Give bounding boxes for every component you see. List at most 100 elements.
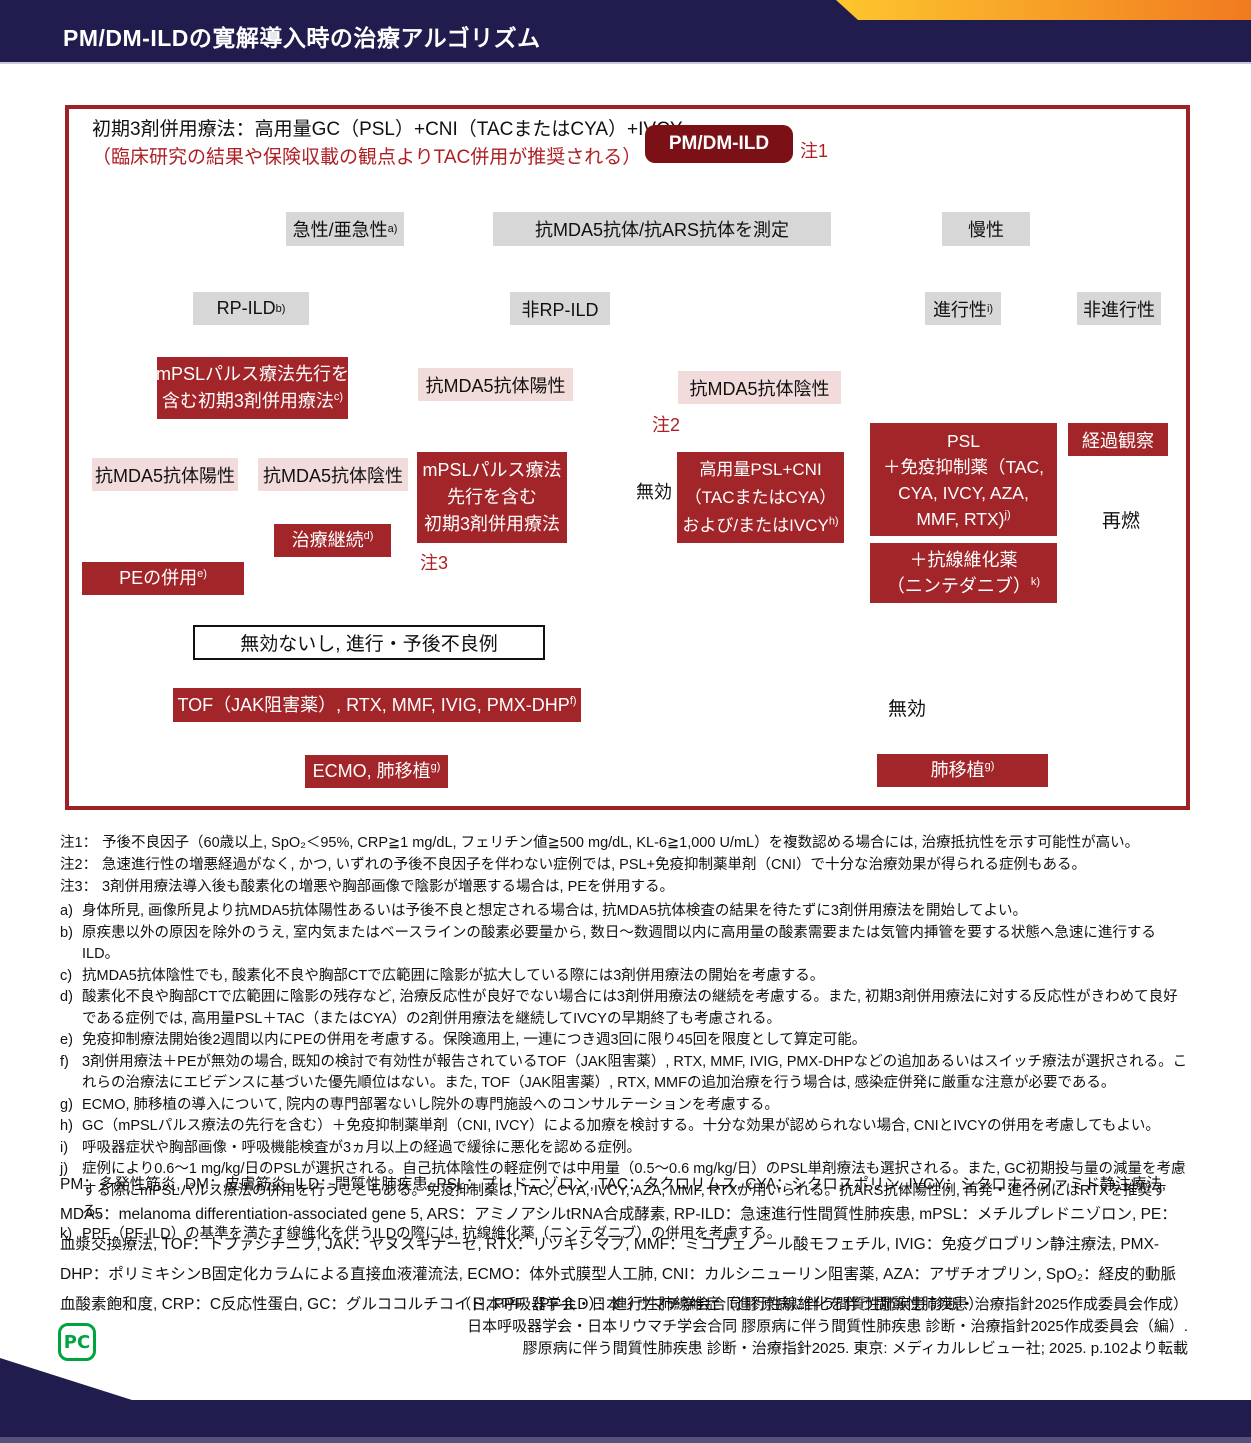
node-chronic: 慢性 xyxy=(942,212,1030,246)
footnote-a-text: 身体所見, 画像所見より抗MDA5抗体陽性あるいは予後不良と想定される場合は, … xyxy=(82,903,1028,919)
node-pmdm-ild-label: PM/DM-ILD xyxy=(668,133,770,154)
footnote-k-text: PPF（PF-ILD）の基準を満たす線維化を伴うILDの際には, 抗線維化薬（ニ… xyxy=(82,1225,782,1242)
node-mpsl-triple-mid-line3: 初期3剤併用療法 xyxy=(423,514,560,534)
footnote-e: e) 免疫抑制療法開始後2週間以内にPEの併用を考慮する。保険適用上, 一連につき… xyxy=(60,1030,1188,1052)
node-non-rp-ild: 非RP-ILD xyxy=(510,292,610,325)
node-psl-immuno-line2: ＋免疫抑制薬（TAC, xyxy=(882,456,1045,477)
node-mpsl-triple-mid-line2: 先行を含む xyxy=(447,487,537,507)
note-row-3: 注3：3剤併用療法導入後も酸素化の増悪や胸部画像で陰影が増悪する場合は, PEを… xyxy=(60,876,1188,898)
node-lung-transplant-sup: g) xyxy=(984,760,995,772)
node-mpsl-triple-left: mPSLパルス療法先行を 含む初期3剤併用療法c) xyxy=(155,357,350,419)
node-antifibrotic-line2: （ニンテダニブ） xyxy=(886,576,1031,596)
node-non-rp-ild-label: 非RP-ILD xyxy=(521,299,599,320)
node-lung-transplant-label: 肺移植 xyxy=(930,760,985,780)
node-rp-ild-label: RP-ILD xyxy=(216,298,276,318)
footnote-k: k) PPF（PF-ILD）の基準を満たす線維化を伴うILDの際には, 抗線維化薬… xyxy=(60,1224,1188,1246)
node-mda5-positive-mid: 抗MDA5抗体陽性 xyxy=(418,368,573,401)
footnote-d: d) 酸素化不良や胸部CTで広範囲に陰影の残存など, 治療反応性が良好でない場合に… xyxy=(60,987,1188,1030)
node-antibody-measure: 抗MDA5抗体/抗ARS抗体を測定 xyxy=(493,212,831,246)
node-psl-immuno-line1: PSL xyxy=(946,430,981,451)
note2-label: 注2： xyxy=(60,857,98,873)
node-antifibrotic-sup: k) xyxy=(1030,576,1041,588)
node-mda5-positive-left: 抗MDA5抗体陽性 xyxy=(92,458,238,491)
note2-ref-label: 注2 xyxy=(652,415,681,435)
node-pe-combination: PEの併用e) xyxy=(82,562,244,595)
footnote-k-label: k) xyxy=(60,1225,73,1242)
footnote-f-label: f) xyxy=(60,1053,69,1070)
node-psl-immuno-line3: CYA, IVCY, AZA, xyxy=(898,482,1029,503)
node-mda5-positive-left-label: 抗MDA5抗体陽性 xyxy=(94,465,235,486)
node-pe-combination-sup: e) xyxy=(197,568,207,580)
ineffective-mid-label: 無効 xyxy=(636,482,672,502)
node-highdose-line1: 高用量PSL+CNI xyxy=(699,459,822,479)
footnote-e-text: 免疫抑制療法開始後2週間以内にPEの併用を考慮する。保険適用上, 一連につき週3… xyxy=(82,1032,867,1048)
citation-line2: 日本呼吸器学会・日本リウマチ学会合同 膠原病に伴う間質性肺疾患 診断・治療指針2… xyxy=(467,1318,1188,1335)
footnote-a: a) 身体所見, 画像所見より抗MDA5抗体陽性あるいは予後不良と想定される場合は… xyxy=(60,901,1188,923)
node-continue-treatment-label: 治療継続 xyxy=(291,530,364,550)
citation-line3: 膠原病に伴う間質性肺疾患 診断・治療指針2025. 東京: メディカルレビュー社… xyxy=(522,1340,1188,1357)
footnote-i-text: 呼吸器症状や胸部画像・呼吸機能検査が3ヵ月以上の経過で緩徐に悪化を認める症例。 xyxy=(82,1139,642,1156)
footnote-d-text: 酸素化不良や胸部CTで広範囲に陰影の残存など, 治療反応性が良好でない場合には3… xyxy=(82,989,1178,1027)
footnote-b-label: b) xyxy=(60,924,73,941)
node-observation: 経過観察 xyxy=(1068,423,1168,456)
node-continue-treatment-sup: d) xyxy=(363,530,374,542)
node-progressive-label: 進行性 xyxy=(932,299,987,320)
footnote-h-text: GC（mPSLパルス療法の先行を含む）＋免疫抑制薬単剤（CNI, IVCY）によ… xyxy=(82,1118,1160,1134)
node-psl-immuno-line4: MMF, RTX) xyxy=(916,508,1005,529)
footnote-a-label: a) xyxy=(60,903,73,919)
node-lung-transplant: 肺移植g) xyxy=(877,754,1048,787)
node-ineffective-progression: 無効ないし, 進行・予後不良例 xyxy=(193,625,545,660)
footnote-j-text: 症例により0.6～1 mg/kg/日のPSLが選択される。自己抗体陰性の軽症例で… xyxy=(82,1161,1186,1220)
node-continue-treatment: 治療継続d) xyxy=(274,524,391,557)
footnote-b: b) 原疾患以外の原因を除外のうえ, 室内気またはベースラインの酸素必要量から, … xyxy=(60,923,1188,966)
node-psl-immuno-sup: j) xyxy=(1004,508,1011,521)
note-row-1: 注1：予後不良因子（60歳以上, SpO₂＜95%, CRP≧1 mg/dL, … xyxy=(60,832,1188,854)
footnote-c-text: 抗MDA5抗体陰性でも, 酸素化不良や胸部CTで広範囲に陰影が拡大している際には… xyxy=(82,967,825,984)
node-mpsl-triple-left-line2: 含む初期3剤併用療法 xyxy=(161,391,334,411)
note3-ref-label: 注3 xyxy=(420,553,449,573)
intro-line1: 初期3剤併用療法：高用量GC（PSL）+CNI（TACまたはCYA）+IVCY xyxy=(92,119,683,140)
node-mpsl-triple-left-line1: mPSLパルス療法先行を xyxy=(155,364,350,384)
node-tof-rtx-mmf-sup: f) xyxy=(569,694,577,707)
ineffective-right-label: 無効 xyxy=(888,699,927,720)
node-non-progressive: 非進行性 xyxy=(1077,292,1161,325)
footer-triangle-shape xyxy=(0,1358,132,1400)
pc-logo: PC xyxy=(58,1323,96,1361)
node-chronic-label: 慢性 xyxy=(968,220,1004,240)
node-ecmo-lungtx: ECMO, 肺移植g) xyxy=(305,755,448,788)
node-highdose-line3: および/またはIVCY xyxy=(682,515,829,535)
node-highdose-psl-cni: 高用量PSL+CNI （TACまたはCYA） および/またはIVCYh) xyxy=(677,452,844,543)
pc-logo-text: PC xyxy=(63,1331,91,1353)
note-row-2: 注2：急速進行性の増悪経過がなく, かつ, いずれの予後不良因子を伴わない症例で… xyxy=(60,854,1188,876)
footnote-g-label: g) xyxy=(60,1096,73,1113)
footnote-j-label: j) xyxy=(60,1161,69,1177)
note1-ref-label: 注1 xyxy=(800,141,829,161)
node-ecmo-lungtx-label: ECMO, 肺移植 xyxy=(312,761,431,781)
footer-band xyxy=(0,1400,1251,1443)
node-pe-combination-label: PEの併用 xyxy=(119,568,198,588)
node-psl-immunosuppressant: PSL ＋免疫抑制薬（TAC, CYA, IVCY, AZA, MMF, RTX… xyxy=(870,423,1057,536)
footnotes-block: a) 身体所見, 画像所見より抗MDA5抗体陽性あるいは予後不良と想定される場合は… xyxy=(60,901,1188,1245)
intro-line2: （臨床研究の結果や保険収載の観点よりTAC併用が推奨される） xyxy=(92,147,642,168)
footnote-d-label: d) xyxy=(60,989,73,1005)
node-pmdm-ild: PM/DM-ILD xyxy=(645,125,793,163)
footnote-c: c) 抗MDA5抗体陰性でも, 酸素化不良や胸部CTで広範囲に陰影が拡大している際… xyxy=(60,966,1188,988)
footnote-c-label: c) xyxy=(60,967,73,984)
node-ineffective-progression-label: 無効ないし, 進行・予後不良例 xyxy=(240,634,498,655)
footnote-g-text: ECMO, 肺移植の導入について, 院内の専門部署ないし院外の専門施設へのコンサ… xyxy=(82,1096,779,1113)
node-mpsl-triple-left-sup: c) xyxy=(333,391,344,403)
footnote-b-text: 原疾患以外の原因を除外のうえ, 室内気またはベースラインの酸素必要量から, 数日… xyxy=(82,924,1156,963)
note1-label: 注1： xyxy=(60,835,98,851)
node-mpsl-triple-mid: mPSLパルス療法 先行を含む 初期3剤併用療法 xyxy=(417,452,567,543)
note3-label: 注3： xyxy=(60,879,98,895)
footnote-e-label: e) xyxy=(60,1032,73,1048)
citation-line1: （日本呼吸器学会・日本リウマチ学会合同 膠原病に伴う間質性肺疾患 診断・治療指針… xyxy=(456,1296,1188,1313)
node-highdose-sup: h) xyxy=(828,514,839,527)
node-mda5-negative-left: 抗MDA5抗体陰性 xyxy=(258,458,408,491)
node-non-progressive-label: 非進行性 xyxy=(1083,299,1155,320)
node-antifibrotic: ＋抗線維化薬 （ニンテダニブ）k) xyxy=(870,543,1057,603)
node-acute-label: 急性/亜急性 xyxy=(292,220,388,240)
